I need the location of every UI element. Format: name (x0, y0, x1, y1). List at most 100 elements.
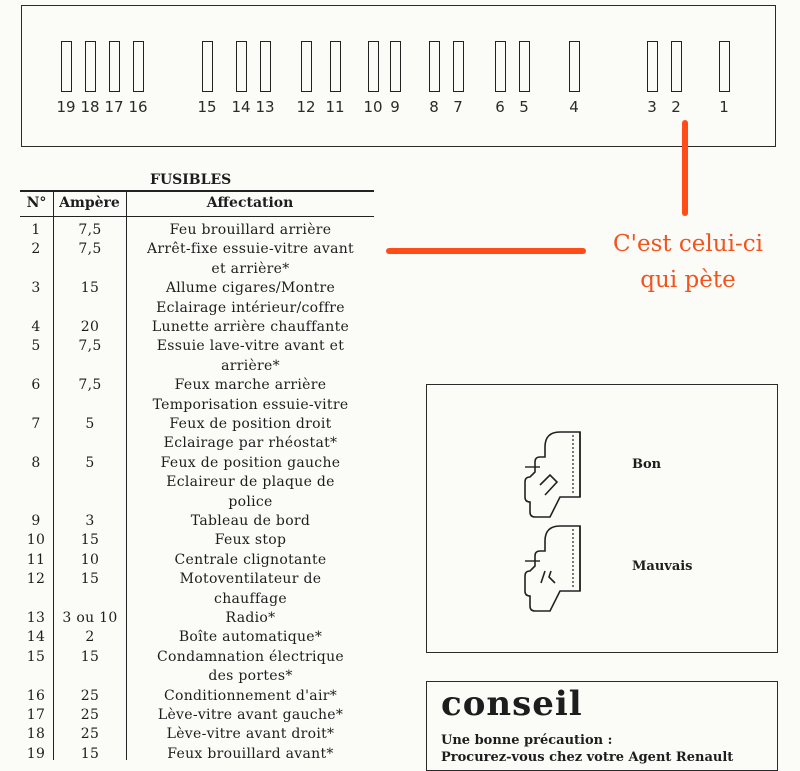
fuse-slot-number: 12 (296, 98, 316, 116)
fuse-row-ampere: 25 (80, 726, 100, 743)
fuse-row-number: 11 (26, 551, 46, 568)
fuse-row-affectation: Eclaireur de plaque de (166, 474, 335, 491)
header-num: N° (26, 195, 47, 211)
fuse-row-affectation: Tableau de bord (190, 513, 311, 529)
table-header-rule (20, 216, 374, 217)
fuse-row-number: 4 (31, 319, 41, 335)
fuse-slot-number: 4 (569, 98, 579, 116)
good-fuse-illustration (524, 431, 581, 518)
fuse-slot-number: 6 (495, 98, 505, 116)
fuse-row-number: 15 (26, 648, 46, 665)
conseil-box: conseil Une bonne précaution : Procurez-… (426, 681, 778, 771)
table-top-rule (20, 190, 374, 192)
fuse-slot-2 (671, 41, 682, 92)
fuse-slot-5 (519, 41, 530, 92)
fuse-row-number: 10 (26, 532, 46, 549)
fuse-slot-14 (236, 41, 247, 92)
fuse-slot-number: 15 (197, 98, 217, 116)
fuse-row-ampere: 15 (80, 532, 100, 549)
bad-fuse-label: Mauvais (632, 559, 693, 574)
fuse-row-number: 13 (26, 610, 46, 626)
fuse-slot-number: 3 (647, 98, 657, 116)
fuse-row-affectation: et arrière* (211, 260, 290, 277)
fuse-slot-number: 7 (453, 98, 463, 116)
fuse-row-affectation: Feux stop (214, 532, 287, 549)
fuse-slot-8 (429, 41, 440, 92)
fuse-row-affectation: Lève-vitre avant droit* (166, 726, 335, 743)
fuse-row-ampere: 15 (80, 745, 100, 762)
fuse-slot-number: 9 (390, 98, 400, 116)
fuse-table-title: FUSIBLES (150, 172, 232, 188)
fuse-row-ampere: 7,5 (78, 377, 102, 394)
table-column-divider (53, 190, 54, 760)
fuse-slot-number: 10 (363, 98, 383, 116)
fuse-row-ampere: 15 (80, 648, 100, 665)
fuse-slot-number: 14 (231, 98, 251, 116)
good-fuse-label: Bon (632, 457, 662, 472)
fuse-row-affectation: chauffage (214, 590, 287, 607)
fuse-row-affectation: Arrêt-fixe essuie-vitre avant (147, 241, 354, 258)
fuse-row-ampere: 3 ou 10 (62, 610, 118, 626)
annotation-line-2: qui pète (640, 267, 736, 293)
fuse-slot-number: 11 (325, 98, 345, 116)
fuse-row-affectation: Feux brouillard avant* (167, 745, 334, 762)
fuse-row-affectation: police (228, 493, 273, 510)
fuse-row-affectation: Essuie lave-vitre avant et (156, 338, 345, 355)
fuse-row-ampere: 7,5 (78, 241, 102, 258)
conseil-line-2: Procurez-vous chez votre Agent Renault (441, 750, 734, 765)
fuse-slot-number: 19 (56, 98, 76, 116)
fuse-row-number: 3 (31, 280, 41, 297)
bad-fuse-illustration (524, 525, 581, 612)
fuse-row-number: 12 (26, 571, 46, 588)
fuse-row-affectation: Lève-vitre avant gauche* (157, 707, 344, 723)
fuse-slot-number: 18 (80, 98, 100, 116)
fuse-row-number: 16 (26, 687, 46, 704)
fuse-slot-7 (453, 41, 464, 92)
fuse-slot-number: 1 (719, 98, 729, 116)
header-amp: Ampère (59, 195, 120, 211)
fuse-row-affectation: Feux de position droit (169, 416, 332, 432)
fuse-row-number: 1 (31, 222, 41, 238)
fuse-slot-3 (647, 41, 658, 92)
fuse-row-affectation: Boîte automatique* (178, 629, 323, 646)
fuse-slot-6 (495, 41, 506, 92)
fuse-slot-number: 17 (104, 98, 124, 116)
fuse-slot-4 (569, 41, 580, 92)
fuse-row-affectation: Allume cigares/Montre (165, 280, 336, 297)
fuse-row-number: 19 (26, 745, 46, 762)
fuse-slot-1 (719, 41, 730, 92)
fuse-row-number: 18 (26, 726, 46, 743)
fuse-slot-17 (109, 41, 120, 92)
fuse-row-affectation: Feu brouillard arrière (169, 222, 332, 238)
fuse-row-affectation: arrière* (221, 357, 280, 374)
fuse-row-affectation: Eclairage par rhéostat* (163, 435, 338, 452)
fuse-row-affectation: Centrale clignotante (174, 551, 327, 568)
fuse-row-number: 17 (26, 707, 46, 723)
fuse-row-affectation: Lunette arrière chauffante (151, 319, 350, 335)
fuse-row-affectation: Feux de position gauche (160, 454, 341, 471)
fuse-slot-10 (368, 41, 379, 92)
fuse-slot-number: 13 (255, 98, 275, 116)
fuse-slot-11 (330, 41, 341, 92)
fuse-row-affectation: Condamnation électrique (157, 648, 344, 665)
fuse-row-number: 14 (26, 629, 46, 646)
fuse-slot-19 (61, 41, 72, 92)
fuse-row-ampere: 15 (80, 280, 100, 297)
annotation-pointer-vertical (682, 120, 688, 216)
annotation-pointer-horizontal (386, 248, 586, 254)
fuse-slot-number: 8 (429, 98, 439, 116)
fuse-row-ampere: 25 (80, 687, 100, 704)
conseil-line-1: Une bonne précaution : (441, 733, 613, 748)
fuse-slot-number: 16 (128, 98, 148, 116)
fuse-row-affectation: Motoventilateur de (179, 571, 322, 588)
fuse-row-ampere: 5 (85, 454, 95, 471)
fuse-row-ampere: 7,5 (78, 222, 102, 238)
fuse-row-affectation: Conditionnement d'air* (163, 687, 338, 704)
fuse-slot-12 (301, 41, 312, 92)
fuse-slot-18 (85, 41, 96, 92)
fuse-row-ampere: 3 (85, 513, 95, 529)
annotation-line-1: C'est celui-ci (613, 231, 763, 257)
table-column-divider (126, 190, 127, 760)
fuse-row-ampere: 7,5 (78, 338, 102, 355)
